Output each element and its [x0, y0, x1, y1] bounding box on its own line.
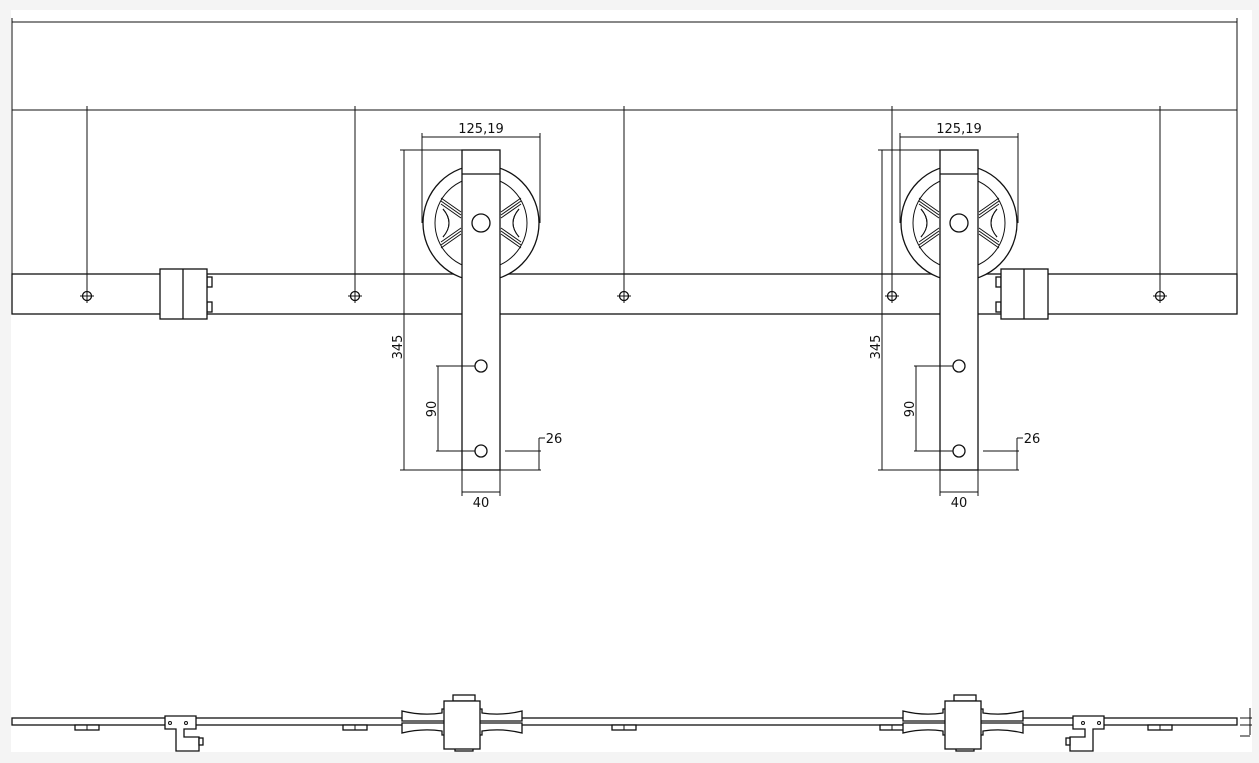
hanger-block — [443, 700, 481, 750]
hanger-right: 125,19 345 90 26 40 — [869, 122, 1040, 511]
hanger-height-label: 345 — [869, 335, 884, 360]
wheel-spoke — [918, 197, 940, 213]
end-stop-right — [995, 268, 1049, 320]
wheel-spoke — [918, 203, 940, 219]
wheel-spoke — [978, 227, 1000, 243]
wheel-spoke — [440, 233, 462, 249]
hole-spacing-label: 90 — [903, 401, 918, 418]
end-stop-left — [159, 268, 213, 320]
wheel-spoke — [500, 203, 522, 219]
wheel-spoke — [440, 227, 462, 243]
strap-width-label: 40 — [951, 496, 968, 511]
wheel-spoke — [918, 233, 940, 249]
hole-offset-label: 26 — [1024, 432, 1041, 447]
hanger-strap — [939, 149, 979, 471]
wheel-diameter-label: 125,19 — [458, 122, 504, 137]
rail-thickness-dimension — [1240, 708, 1252, 737]
wheel-spoke — [978, 200, 1000, 216]
strap-width-label: 40 — [473, 496, 490, 511]
hole-offset-label: 26 — [546, 432, 563, 447]
wheel-diameter-label: 125,19 — [936, 122, 982, 137]
wheel-spoke — [500, 230, 522, 246]
bolt-head — [953, 694, 977, 702]
door-hole — [952, 359, 966, 373]
door-hole — [474, 444, 488, 458]
wheel-spoke — [440, 197, 462, 213]
hanger-left: 125,19 345 90 26 40 — [391, 122, 562, 511]
wheel-spoke — [978, 197, 1000, 213]
door-hole — [474, 359, 488, 373]
wheel-spoke — [978, 203, 1000, 219]
bolt-head — [452, 694, 476, 702]
hole-spacing-label: 90 — [425, 401, 440, 418]
drawing-sheet — [11, 10, 1252, 752]
axle — [471, 213, 491, 233]
wheel-spoke — [500, 227, 522, 243]
hanger-block — [944, 700, 982, 750]
wheel-spoke — [500, 197, 522, 213]
axle — [949, 213, 969, 233]
end-stop-top — [164, 715, 200, 752]
wheel-spoke — [918, 230, 940, 246]
overall-dimension — [11, 18, 1238, 274]
wheel-spoke — [500, 200, 522, 216]
wheel-spoke — [440, 203, 462, 219]
rail-top-view — [11, 694, 1238, 752]
wheel-spoke — [500, 233, 522, 249]
wheel-spoke — [978, 233, 1000, 249]
end-stop-top — [1069, 715, 1105, 752]
mounting-holes — [80, 106, 1167, 303]
hanger-strap — [461, 149, 501, 471]
door-hole — [952, 444, 966, 458]
wheel-spoke — [440, 200, 462, 216]
hanger-height-label: 345 — [391, 335, 406, 360]
wheel-spoke — [918, 200, 940, 216]
wheel-spoke — [978, 230, 1000, 246]
wheel-spoke — [440, 230, 462, 246]
wheel-spoke — [918, 227, 940, 243]
